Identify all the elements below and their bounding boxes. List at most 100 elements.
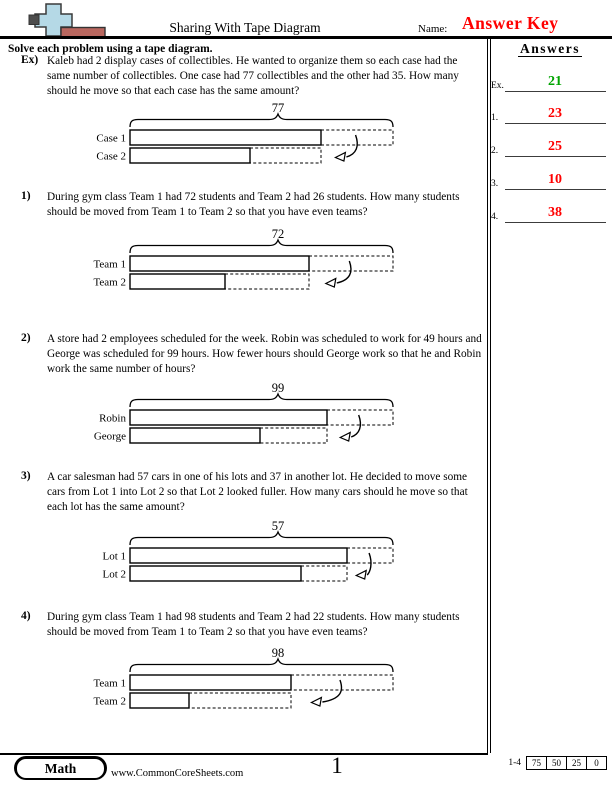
brace (129, 530, 394, 546)
name-label: Name: (418, 23, 448, 35)
problem-number: 4) (21, 610, 31, 622)
footer-rule (0, 753, 488, 755)
row2-label: Lot 2 (102, 569, 126, 581)
problem-number: 2) (21, 332, 31, 344)
answer-slot-2: 2. 25 (489, 139, 609, 157)
row1-label: Team 1 (93, 259, 126, 271)
answers-divider (487, 38, 491, 753)
brace (129, 392, 394, 408)
row1-solid-bar (129, 255, 310, 272)
answer-label: 4. (491, 212, 499, 222)
problem-text: During gym class Team 1 had 98 students … (47, 611, 460, 638)
answer-value: 38 (548, 205, 562, 220)
answer-value: 21 (548, 74, 562, 89)
row2-dashed-bar (300, 565, 348, 582)
score-table: 75 50 25 0 (526, 756, 607, 770)
website-url[interactable]: www.CommonCoreSheets.com (111, 768, 244, 779)
answer-slot-ex: Ex. 21 (489, 74, 609, 92)
header-rule (0, 36, 612, 39)
score-cell: 0 (587, 756, 607, 770)
row1-label: Robin (99, 413, 126, 425)
commoncoresheets-logo (28, 3, 106, 38)
answer-label: 1. (491, 113, 499, 123)
row1-label: Lot 1 (102, 551, 126, 563)
answer-label: Ex. (491, 81, 504, 91)
row2-dashed-bar (224, 273, 310, 290)
row2-label: George (94, 431, 126, 443)
move-arrowhead-icon (354, 569, 367, 580)
row1-dashed-bar (290, 674, 394, 691)
answer-value: 10 (548, 172, 562, 187)
row2-solid-bar (129, 273, 226, 290)
answer-blank-line[interactable] (505, 222, 606, 223)
brace (129, 112, 394, 128)
math-badge-label: Math (17, 758, 104, 778)
answer-label: 2. (491, 146, 499, 156)
move-arrow (350, 414, 362, 438)
row1-solid-bar (129, 547, 348, 564)
score-range-label: 1-4 (508, 758, 521, 768)
row2-solid-bar (129, 427, 261, 444)
score-cell: 25 (567, 756, 587, 770)
answer-blank-line[interactable] (505, 189, 606, 190)
row1-solid-bar (129, 674, 292, 691)
row2-solid-bar (129, 147, 251, 164)
problem-text: A car salesman had 57 cars in one of his… (47, 471, 468, 513)
row1-solid-bar (129, 409, 328, 426)
row2-solid-bar (129, 565, 302, 582)
score-cell: 75 (526, 756, 547, 770)
problem-number: Ex) (21, 54, 39, 66)
instructions: Solve each problem using a tape diagram. (8, 43, 213, 55)
logo-square (28, 14, 40, 25)
move-arrow (336, 260, 352, 284)
brace (129, 238, 394, 254)
answer-slot-1: 1. 23 (489, 106, 609, 124)
answer-blank-line[interactable] (505, 156, 606, 157)
problem-text: During gym class Team 1 had 72 students … (47, 191, 460, 218)
page-number: 1 (331, 753, 343, 778)
row2-solid-bar (129, 692, 190, 709)
answer-value: 25 (548, 139, 562, 154)
move-arrow (322, 679, 343, 703)
move-arrow (346, 134, 358, 158)
move-arrowhead-icon (309, 696, 323, 707)
row1-dashed-bar (320, 129, 394, 146)
row2-dashed-bar (259, 427, 328, 444)
answer-blank-line[interactable] (505, 123, 606, 124)
answer-slot-4: 4. 38 (489, 205, 609, 223)
row2-label: Case 2 (96, 151, 126, 163)
math-badge: Math (14, 756, 107, 780)
answer-slot-3: 3. 10 (489, 172, 609, 190)
problem-number: 1) (21, 190, 31, 202)
row2-dashed-bar (249, 147, 322, 164)
move-arrowhead-icon (333, 151, 347, 162)
answer-value: 23 (548, 106, 562, 121)
row1-solid-bar (129, 129, 322, 146)
row1-label: Case 1 (96, 133, 126, 145)
row1-dashed-bar (326, 409, 394, 426)
problem-number: 3) (21, 470, 31, 482)
answer-label: 3. (491, 179, 499, 189)
brace-total-label: 72 (272, 227, 285, 241)
answer-key-text: Answer Key (462, 13, 559, 33)
move-arrowhead-icon (324, 277, 337, 288)
row1-label: Team 1 (93, 678, 126, 690)
answer-blank-line[interactable] (505, 91, 606, 92)
brace-total-label: 77 (272, 101, 285, 115)
brace-total-label: 57 (272, 519, 285, 533)
brace (129, 657, 394, 673)
row1-dashed-bar (346, 547, 394, 564)
score-cell: 50 (547, 756, 567, 770)
row2-dashed-bar (188, 692, 292, 709)
problem-text: Kaleb had 2 display cases of collectible… (47, 55, 459, 97)
move-arrowhead-icon (338, 431, 351, 442)
move-arrow (366, 552, 372, 576)
row2-label: Team 2 (93, 277, 126, 289)
problem-text: A store had 2 employees scheduled for th… (47, 333, 482, 375)
